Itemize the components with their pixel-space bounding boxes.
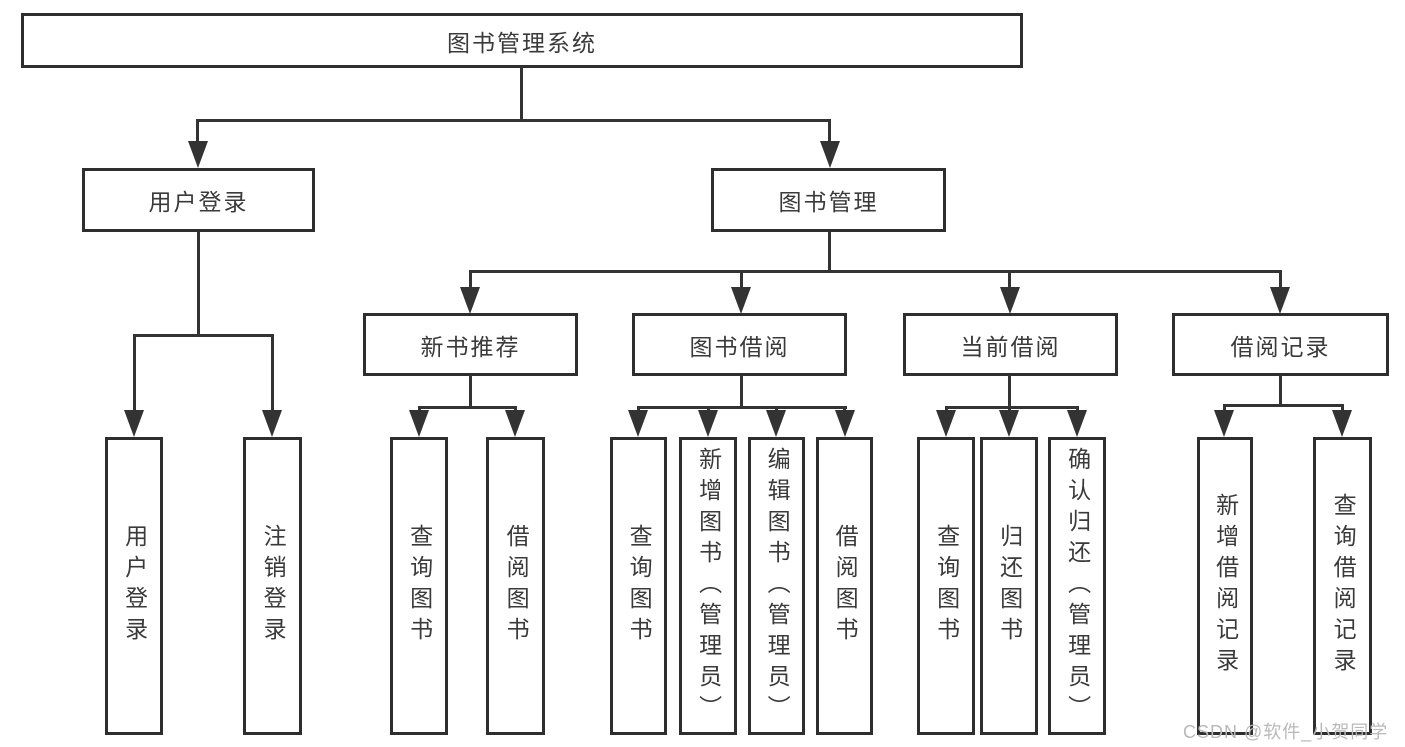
arrowhead-down-icon <box>1067 410 1087 437</box>
arrowhead-down-icon <box>188 141 208 168</box>
connector-hline <box>1223 404 1344 407</box>
node-label: 图书管理 <box>778 189 879 215</box>
node-label: 借阅记录 <box>1230 333 1331 360</box>
node-label: 当前借阅 <box>960 333 1061 360</box>
node-new-book-recommend: 新书推荐 <box>363 313 578 376</box>
arrowhead-down-icon <box>124 410 144 437</box>
connector-hline <box>418 406 517 409</box>
connector-vline <box>271 334 274 412</box>
connector-vline <box>828 232 831 273</box>
connector-vline <box>828 119 831 145</box>
arrowhead-down-icon <box>1214 410 1234 437</box>
arrowhead-down-icon <box>409 410 429 437</box>
connector-hline <box>196 119 831 122</box>
leaf-borrow-books-borrowing: 借阅图书 <box>816 437 873 735</box>
connector-hline <box>133 334 274 337</box>
arrowhead-down-icon <box>835 410 855 437</box>
leaf-label: 查询图书 <box>933 524 960 648</box>
connector-vline <box>469 375 472 409</box>
node-book-management: 图书管理 <box>711 168 946 232</box>
leaf-confirm-return-admin: 确认归还（管理员） <box>1048 437 1106 735</box>
leaf-label: 归还图书 <box>996 524 1023 648</box>
arrowhead-down-icon <box>1332 410 1352 437</box>
arrowhead-down-icon <box>936 410 956 437</box>
node-library-management-system: 图书管理系统 <box>21 13 1023 68</box>
connector-vline <box>1279 270 1282 290</box>
leaf-query-books-newbooks: 查询图书 <box>390 437 448 735</box>
leaf-label: 新增借阅记录 <box>1212 493 1239 679</box>
node-label: 新书推荐 <box>420 333 521 360</box>
connector-hline <box>469 270 1281 273</box>
leaf-label: 编辑图书（管理员） <box>764 446 791 726</box>
arrowhead-down-icon <box>766 410 786 437</box>
node-label: 图书借阅 <box>689 333 790 360</box>
node-current-borrowing: 当前借阅 <box>903 313 1118 376</box>
node-label: 图书管理系统 <box>447 29 597 56</box>
leaf-query-borrow-record: 查询借阅记录 <box>1313 437 1372 735</box>
arrowhead-down-icon <box>1000 287 1020 314</box>
arrowhead-down-icon <box>505 410 525 437</box>
leaf-label: 查询借阅记录 <box>1330 493 1357 679</box>
arrowhead-down-icon <box>731 287 751 314</box>
node-borrowing-records: 借阅记录 <box>1172 313 1389 376</box>
leaf-user-login: 用户登录 <box>105 437 163 735</box>
arrowhead-down-icon <box>698 410 718 437</box>
leaf-label: 新增图书（管理员） <box>695 446 722 726</box>
arrowhead-down-icon <box>999 410 1019 437</box>
arrowhead-down-icon <box>628 410 648 437</box>
arrowhead-down-icon <box>820 141 840 168</box>
leaf-query-books-current: 查询图书 <box>917 437 975 735</box>
connector-vline <box>1341 404 1344 414</box>
connector-vline <box>197 232 200 336</box>
node-user-login: 用户登录 <box>82 168 315 232</box>
leaf-label: 查询图书 <box>406 524 433 648</box>
leaf-label: 注销登录 <box>260 524 287 648</box>
connector-vline <box>196 119 199 145</box>
node-book-borrowing: 图书借阅 <box>632 313 847 376</box>
leaf-edit-books-admin: 编辑图书（管理员） <box>748 437 805 735</box>
leaf-query-books-borrowing: 查询图书 <box>610 437 667 735</box>
leaf-label: 确认归还（管理员） <box>1064 446 1091 726</box>
node-label: 用户登录 <box>148 189 249 215</box>
connector-vline <box>1008 375 1011 409</box>
connector-vline <box>469 270 472 290</box>
arrowhead-down-icon <box>1270 287 1290 314</box>
leaf-label: 借阅图书 <box>503 524 530 648</box>
leaf-label: 查询图书 <box>626 524 653 648</box>
leaf-label: 借阅图书 <box>832 524 859 648</box>
connector-vline <box>1008 270 1011 290</box>
leaf-borrow-books-newbooks: 借阅图书 <box>486 437 545 735</box>
leaf-logout: 注销登录 <box>243 437 302 735</box>
leaf-label: 用户登录 <box>121 524 148 648</box>
connector-vline <box>1223 404 1226 414</box>
connector-hline <box>637 406 847 409</box>
connector-vline <box>520 67 523 121</box>
connector-vline <box>133 334 136 412</box>
arrowhead-down-icon <box>460 287 480 314</box>
leaf-add-borrow-record: 新增借阅记录 <box>1197 437 1253 735</box>
connector-vline <box>1279 375 1282 407</box>
connector-vline <box>740 270 743 290</box>
connector-vline <box>740 375 743 409</box>
arrowhead-down-icon <box>262 410 282 437</box>
leaf-return-books: 归还图书 <box>980 437 1038 735</box>
connector-hline <box>945 406 1079 409</box>
leaf-add-books-admin: 新增图书（管理员） <box>679 437 737 735</box>
csdn-watermark: CSDN @软件_小贺同学 <box>1183 722 1389 742</box>
